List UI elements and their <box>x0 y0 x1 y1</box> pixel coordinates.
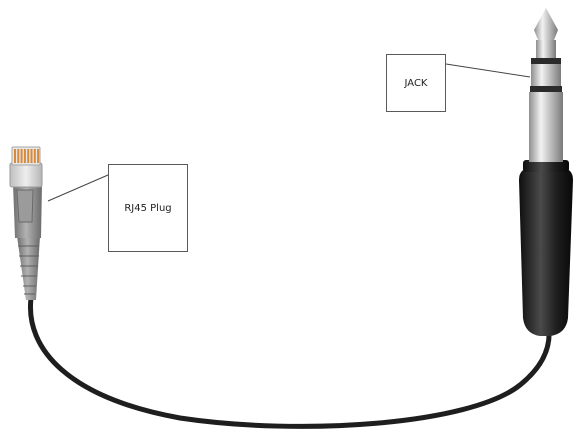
jack-plug <box>519 8 573 336</box>
jack-tip <box>534 8 558 40</box>
jack-label-box: JACK <box>386 54 446 112</box>
jack-handle <box>519 168 573 336</box>
jack-leader-line <box>445 63 531 78</box>
jack-sleeve <box>529 92 563 162</box>
rj45-head <box>9 162 43 188</box>
jack-neck <box>536 40 556 58</box>
jack-collar <box>523 160 569 172</box>
rj45-label-box: RJ45 Plug <box>108 164 188 252</box>
jack-ring <box>531 64 561 86</box>
rj45-plug <box>9 146 43 300</box>
rj45-leader-line <box>47 174 109 202</box>
jack-ring-band-1 <box>530 86 562 92</box>
rj45-latch <box>16 189 34 223</box>
cable <box>27 295 552 429</box>
rj45-boot <box>17 236 40 300</box>
rj45-contacts <box>11 146 41 166</box>
jack-ring-band-2 <box>531 58 561 64</box>
rj45-label: RJ45 Plug <box>124 202 172 214</box>
jack-label: JACK <box>404 77 428 89</box>
